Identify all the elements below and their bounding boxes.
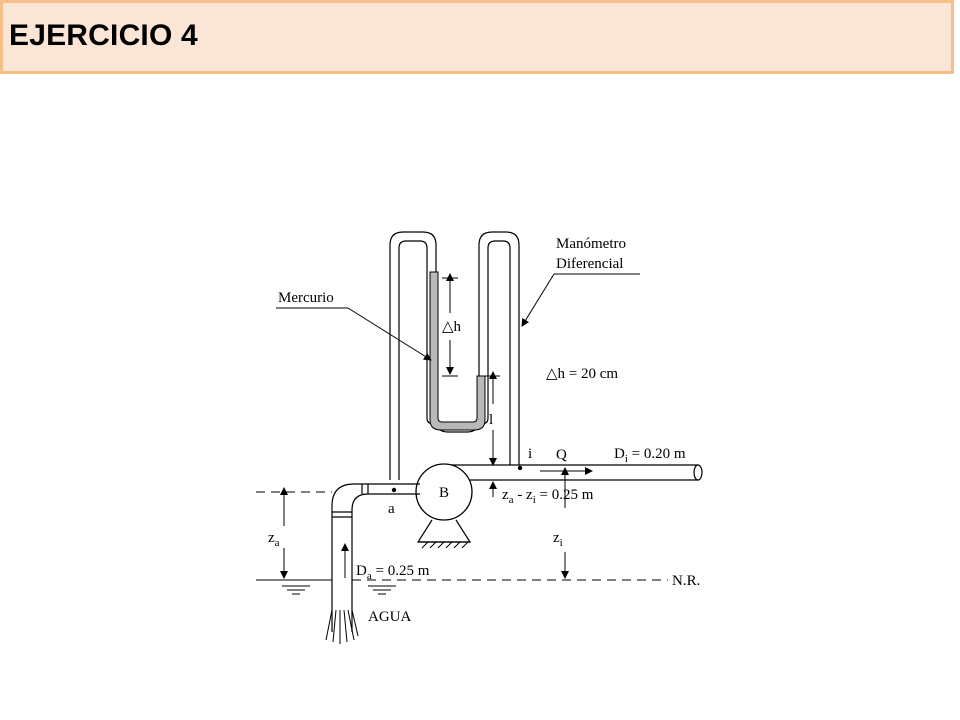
water-label: AGUA bbox=[368, 609, 411, 625]
point-a-dot bbox=[391, 487, 397, 493]
l-label: l bbox=[489, 412, 493, 428]
point-i-dot bbox=[517, 465, 523, 471]
discharge-pipe bbox=[446, 464, 703, 481]
za-zi-dimension bbox=[486, 479, 500, 497]
mercury-leader bbox=[276, 307, 432, 361]
suction-pipe bbox=[331, 483, 420, 632]
mercury-label: Mercurio bbox=[278, 290, 334, 306]
water-surface-symbol bbox=[282, 585, 396, 595]
page-title: EJERCICIO 4 bbox=[9, 19, 198, 52]
manometer-leader bbox=[521, 273, 640, 327]
flow-q-label: Q bbox=[556, 447, 567, 463]
delta-h-symbol: △h bbox=[442, 319, 462, 335]
delta-h-dimension bbox=[442, 273, 458, 377]
reference-lines bbox=[256, 491, 668, 581]
point-i-label: i bbox=[528, 446, 532, 462]
delta-h-value: △h = 20 cm bbox=[546, 366, 618, 382]
mercury-column bbox=[429, 271, 486, 431]
manometer-label-line1: Manómetro bbox=[556, 236, 626, 252]
manometer-tube bbox=[389, 231, 520, 480]
title-banner: EJERCICIO 4 bbox=[0, 0, 954, 74]
zi-label: zi bbox=[553, 530, 563, 549]
za-label: za bbox=[268, 530, 280, 549]
di-label: Di = 0.20 m bbox=[614, 446, 686, 465]
za-zi-label: za - zi = 0.25 m bbox=[502, 487, 594, 506]
point-a-label: a bbox=[388, 501, 395, 517]
pump-label: B bbox=[439, 485, 449, 501]
manometer-label-line2: Diferencial bbox=[556, 256, 623, 272]
nr-label: N.R. bbox=[672, 573, 700, 589]
l-dimension bbox=[485, 371, 500, 466]
pump bbox=[415, 463, 473, 549]
intake-strainer bbox=[325, 609, 359, 644]
da-label: Da = 0.25 m bbox=[356, 563, 430, 582]
